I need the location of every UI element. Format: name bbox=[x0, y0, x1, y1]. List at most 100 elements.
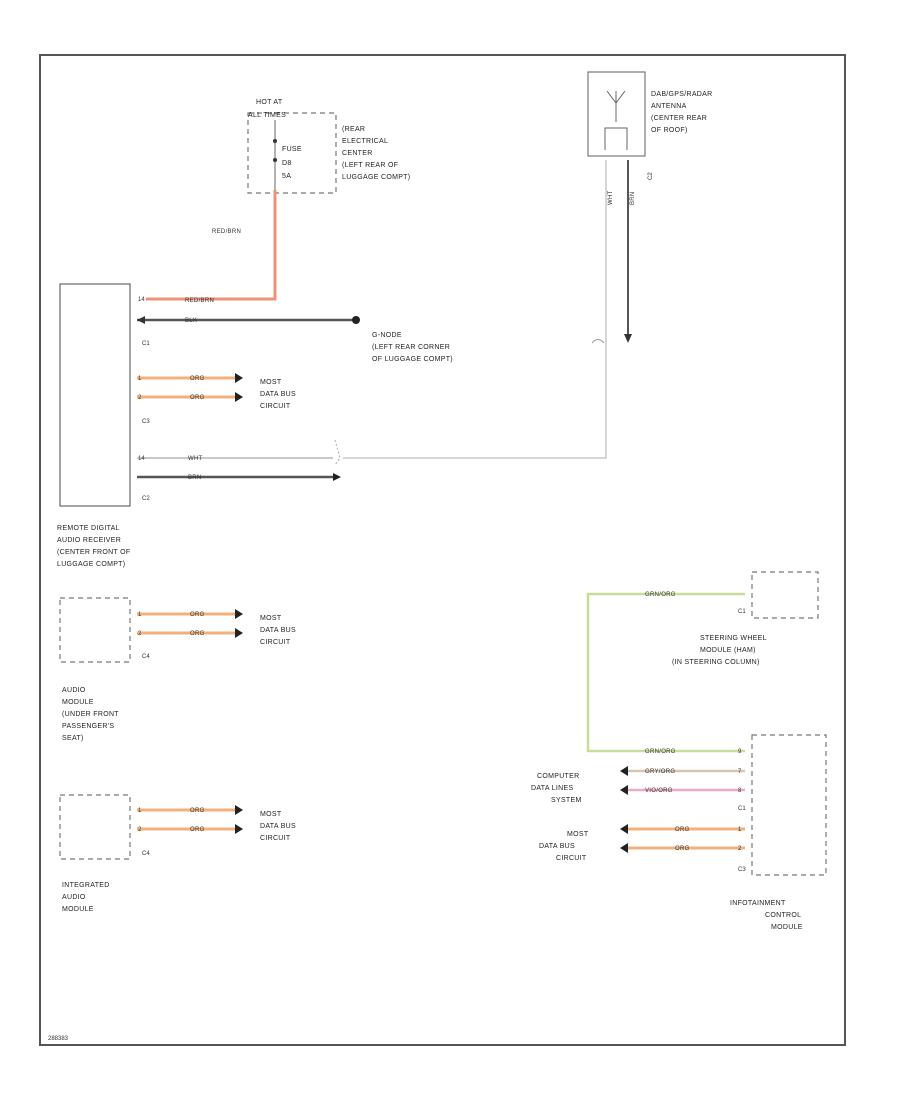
red-brn-wire bbox=[146, 190, 277, 301]
audio-most-label-2: DATA BUS bbox=[260, 627, 296, 634]
rdar-c2-wire-1-label: WHT bbox=[188, 456, 203, 462]
steering-wheel-connector: C1 bbox=[738, 609, 746, 615]
pin: 14 bbox=[138, 297, 145, 303]
info-connector-c1: C1 bbox=[738, 806, 746, 812]
pin: 1 bbox=[738, 827, 742, 833]
feed-wire: RED/BRN bbox=[146, 190, 277, 301]
audio-module-name-1: AUDIO bbox=[62, 687, 86, 694]
infotainment-control-module: GRN/ORG GRY/ORG VIO/ORG ORG ORG 9 7 8 1 … bbox=[620, 734, 827, 931]
rec-label-4: (LEFT REAR OF bbox=[342, 162, 398, 169]
info-wire-3-label: VIO/ORG bbox=[645, 788, 673, 794]
rear-electrical-center: HOT AT ALL TIMES FUSE D8 5A (REAR ELECTR… bbox=[247, 99, 410, 194]
rdar-org-arrow-2 bbox=[235, 392, 243, 402]
rear-electrical-center-box bbox=[247, 112, 337, 194]
info-name-2: CONTROL bbox=[765, 912, 801, 919]
steering-wheel-name-2: MODULE (HAM) bbox=[700, 647, 756, 654]
integrated-audio-name-2: AUDIO bbox=[62, 894, 86, 901]
grn-org-wire bbox=[586, 592, 745, 753]
most-label-2: DATA BUS bbox=[260, 391, 296, 398]
rec-label-2: ELECTRICAL bbox=[342, 138, 388, 145]
integrated-audio-module: 1 2 ORG ORG C4 MOST DATA BUS CIRCUIT INT… bbox=[59, 794, 296, 913]
cdl-label-1: COMPUTER bbox=[537, 773, 579, 780]
integrated-audio-box bbox=[59, 794, 131, 860]
rdar-blk-arrow-left bbox=[137, 316, 145, 324]
antenna-label-2: ANTENNA bbox=[651, 103, 687, 110]
cdl-label-3: SYSTEM bbox=[551, 797, 582, 804]
integrated-audio-name-3: MODULE bbox=[62, 906, 94, 913]
rdar-name-2: AUDIO RECEIVER bbox=[57, 537, 121, 544]
most-label-3: CIRCUIT bbox=[260, 403, 291, 410]
antenna-wire-label-brn: BRN bbox=[630, 191, 636, 205]
integrated-audio-arrow-2 bbox=[235, 824, 243, 834]
integrated-most-label-3: CIRCUIT bbox=[260, 835, 291, 842]
fuse-name: FUSE bbox=[282, 146, 302, 153]
remote-digital-audio-receiver: 14 RED/BRN BLK C1 1 2 ORG ORG C3 14 WHT … bbox=[57, 283, 360, 568]
rdar-c3-wire-2-label: ORG bbox=[190, 395, 205, 401]
antenna-connector-label: C2 bbox=[648, 172, 654, 180]
rdar-org-arrow-1 bbox=[235, 373, 243, 383]
footer-code: 288383 bbox=[48, 1036, 69, 1042]
antenna: DAB/GPS/RADAR ANTENNA (CENTER REAR OF RO… bbox=[343, 71, 712, 459]
fuse-code-1: D8 bbox=[282, 160, 292, 167]
infotainment-box bbox=[751, 734, 827, 876]
pin: 7 bbox=[738, 769, 742, 775]
audio-module-arrow-2 bbox=[235, 628, 243, 638]
antenna-coax bbox=[604, 127, 628, 150]
hot-at-label-2: ALL TIMES bbox=[248, 112, 286, 119]
audio-module-connector: C4 bbox=[142, 654, 150, 660]
info-org-arrow-2 bbox=[620, 843, 628, 853]
info-wire-2-label: GRY/ORG bbox=[645, 769, 675, 775]
most-bus-label-rdar: MOST DATA BUS CIRCUIT bbox=[260, 379, 296, 410]
rec-label-3: CENTER bbox=[342, 150, 373, 157]
pin: 8 bbox=[738, 788, 742, 794]
antenna-brn-arrow bbox=[624, 334, 632, 343]
steering-wheel-name-1: STEERING WHEEL bbox=[700, 635, 767, 642]
cdl-label-2: DATA LINES bbox=[531, 785, 573, 792]
rdar-connector-c1: C1 bbox=[142, 341, 150, 347]
antenna-box bbox=[587, 71, 646, 157]
rdar-name-1: REMOTE DIGITAL bbox=[57, 525, 120, 532]
rdar-c1-wire-1-label: RED/BRN bbox=[185, 298, 214, 304]
integrated-most-label-1: MOST bbox=[260, 811, 282, 818]
antenna-crossover bbox=[591, 339, 605, 344]
fuse-terminal-top bbox=[273, 139, 277, 143]
rdar-name-4: LUGGAGE COMPT) bbox=[57, 561, 125, 568]
pin: 9 bbox=[738, 749, 742, 755]
pin: 2 bbox=[138, 631, 142, 637]
antenna-label-3: (CENTER REAR bbox=[651, 115, 707, 122]
integrated-audio-wire-1-label: ORG bbox=[190, 808, 205, 814]
pin: 1 bbox=[138, 376, 142, 382]
rdar-connector-c2: C2 bbox=[142, 496, 150, 502]
fuse-code-2: 5A bbox=[282, 173, 291, 180]
steering-wheel-box bbox=[751, 571, 819, 619]
antenna-wht-wire bbox=[343, 160, 607, 459]
audio-module-box bbox=[59, 597, 131, 663]
ground-label-1: G-NODE bbox=[372, 332, 402, 339]
most-label-1: MOST bbox=[260, 379, 282, 386]
antenna-label-4: OF ROOF) bbox=[651, 127, 688, 134]
antenna-label-1: DAB/GPS/RADAR bbox=[651, 91, 712, 98]
info-name-1: INFOTAINMENT bbox=[730, 900, 786, 907]
rdar-connector-c3: C3 bbox=[142, 419, 150, 425]
pin: 2 bbox=[138, 395, 142, 401]
gry-org-arrow bbox=[620, 766, 628, 776]
rec-label-5: LUGGAGE COMPT) bbox=[342, 174, 410, 181]
pin: 1 bbox=[138, 612, 142, 618]
integrated-audio-connector: C4 bbox=[142, 851, 150, 857]
rdar-c3-wire-1-label: ORG bbox=[190, 376, 205, 382]
link-wire-label-top: GRN/ORG bbox=[645, 592, 676, 598]
audio-module-wire-1-label: ORG bbox=[190, 612, 205, 618]
diagram-frame bbox=[39, 54, 846, 1046]
antenna-wire-label-wht: WHT bbox=[608, 190, 614, 205]
steering-wheel-module: C1 STEERING WHEEL MODULE (HAM) (IN STEER… bbox=[672, 571, 819, 666]
fuse-terminal-bottom bbox=[273, 158, 277, 162]
right-side-labels: COMPUTER DATA LINES SYSTEM MOST DATA BUS… bbox=[531, 773, 589, 862]
rdar-name-3: (CENTER FRONT OF bbox=[57, 549, 131, 556]
rdar-c2-wire-2-label: BRN bbox=[188, 475, 202, 481]
rdar-box bbox=[59, 283, 131, 507]
pin: 1 bbox=[138, 808, 142, 814]
audio-module-name-2: MODULE bbox=[62, 699, 94, 706]
info-wire-4-label: ORG bbox=[675, 827, 690, 833]
rec-label-1: (REAR bbox=[342, 126, 365, 133]
